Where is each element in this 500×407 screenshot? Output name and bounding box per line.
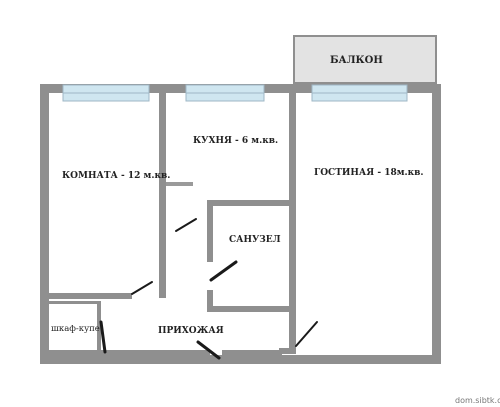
wardrobe-label: шкаф-купе	[51, 324, 100, 334]
balcony: БАЛКОН	[293, 35, 437, 84]
door-room	[131, 281, 153, 295]
door-entrance	[196, 340, 221, 360]
windows	[62, 84, 408, 102]
kitchen-label: КУХНЯ - 6 м.кв.	[193, 136, 278, 146]
doors	[99, 218, 318, 360]
door-wardrobe	[99, 320, 107, 354]
door-kitchen	[175, 218, 197, 232]
door-bathroom	[209, 260, 238, 282]
living-label: ГОСТИНАЯ - 18м.кв.	[314, 168, 424, 178]
watermark: dom.sibtk.com	[455, 396, 500, 405]
room-label: КОМНАТА - 12 м.кв.	[62, 171, 170, 181]
balcony-label: БАЛКОН	[330, 55, 383, 66]
bathroom-label: САНУЗЕЛ	[229, 235, 281, 245]
door-living	[295, 321, 318, 347]
hallway-label: ПРИХОЖАЯ	[158, 326, 224, 336]
interior-walls	[40, 88, 296, 355]
